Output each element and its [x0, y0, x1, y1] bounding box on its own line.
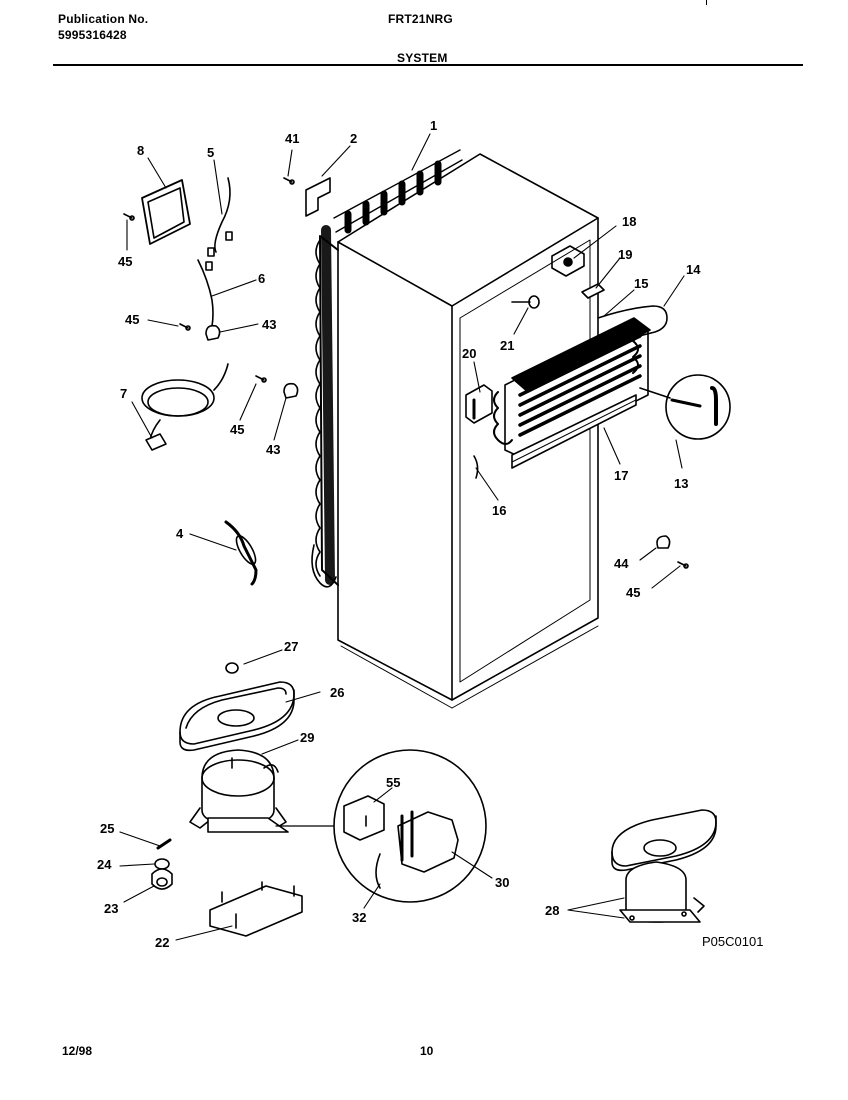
- leader-lines: [119, 133, 685, 941]
- part-23-grommet: [151, 868, 173, 890]
- callout-15: 15: [634, 276, 648, 291]
- callout-2: 2: [350, 131, 357, 146]
- evaporator: [493, 317, 651, 469]
- callout-16: 16: [492, 503, 506, 518]
- callout-29: 29: [300, 730, 314, 745]
- part-26-drain-pan: [179, 681, 295, 752]
- part-25-pin: [156, 838, 172, 850]
- callout-43-b: 43: [266, 442, 280, 457]
- publication-label: Publication No.: [58, 12, 149, 26]
- callout-45-b: 45: [125, 312, 139, 327]
- part-44-clip: [656, 535, 671, 549]
- part-4-drier: [224, 520, 258, 586]
- callout-25: 25: [100, 821, 114, 836]
- section-title: SYSTEM: [397, 51, 448, 65]
- callout-5: 5: [207, 145, 214, 160]
- part-5-wiring: [207, 177, 233, 257]
- footer-page-number: 10: [420, 1044, 434, 1058]
- part-6-harness: [197, 259, 214, 327]
- callout-6: 6: [258, 271, 265, 286]
- model-number: FRT21NRG: [388, 12, 453, 26]
- part-41-screw: [283, 177, 295, 185]
- callout-26: 26: [330, 685, 344, 700]
- callout-23: 23: [104, 901, 118, 916]
- callouts: 1 2 41 8 5 45 6 45 43 7 45 43 18 19 14 1…: [97, 118, 763, 950]
- callout-45-d: 45: [626, 585, 640, 600]
- callout-7: 7: [120, 386, 127, 401]
- callout-43-a: 43: [262, 317, 276, 332]
- publication-number: 5995316428: [58, 28, 127, 42]
- part-27-nut: [225, 662, 239, 674]
- part-45-screws: [123, 213, 267, 383]
- callout-45-c: 45: [230, 422, 244, 437]
- callout-28: 28: [545, 903, 559, 918]
- callout-20: 20: [462, 346, 476, 361]
- condenser: [311, 149, 463, 588]
- part-13-detail: [639, 374, 731, 440]
- part-29-compressor: [189, 749, 289, 833]
- callout-21: 21: [500, 338, 514, 353]
- header-rule: [53, 64, 803, 66]
- callout-44: 44: [614, 556, 629, 571]
- callout-17: 17: [614, 468, 628, 483]
- figure-code: P05C0101: [702, 934, 763, 949]
- callout-30: 30: [495, 875, 509, 890]
- callout-19: 19: [618, 247, 632, 262]
- callout-24: 24: [97, 857, 112, 872]
- callout-18: 18: [622, 214, 636, 229]
- part-18-harness-bracket: [551, 245, 585, 277]
- part-2-bracket: [305, 177, 331, 217]
- footer-date: 12/98: [62, 1044, 93, 1058]
- part-43-clamp-lower: [283, 382, 299, 399]
- part-24-washer: [154, 858, 170, 870]
- part-20-bracket: [465, 384, 493, 424]
- callout-55: 55: [386, 775, 400, 790]
- callout-13: 13: [674, 476, 688, 491]
- part-45-screw-right: [677, 561, 689, 569]
- part-28-compressor-assembly: [611, 809, 717, 923]
- callout-4: 4: [176, 526, 184, 541]
- callout-22: 22: [155, 935, 169, 950]
- part-19-clip: [581, 283, 605, 299]
- callout-45-a: 45: [118, 254, 132, 269]
- callout-41: 41: [285, 131, 299, 146]
- part-16-clip: [473, 455, 479, 479]
- callout-14: 14: [686, 262, 701, 277]
- relay-detail: [275, 749, 487, 903]
- part-22-bracket: [209, 881, 303, 937]
- part-7-power-cord: [141, 363, 229, 451]
- callout-8: 8: [137, 143, 144, 158]
- corner-tick: [706, 0, 707, 5]
- part-14-heater: [597, 305, 668, 343]
- callout-27: 27: [284, 639, 298, 654]
- callout-32: 32: [352, 910, 366, 925]
- callout-1: 1: [430, 118, 437, 133]
- part-21-screw: [511, 295, 540, 309]
- part-8-cover: [141, 179, 191, 245]
- cabinet: [337, 153, 599, 709]
- part-43-clamp-top: [205, 324, 221, 341]
